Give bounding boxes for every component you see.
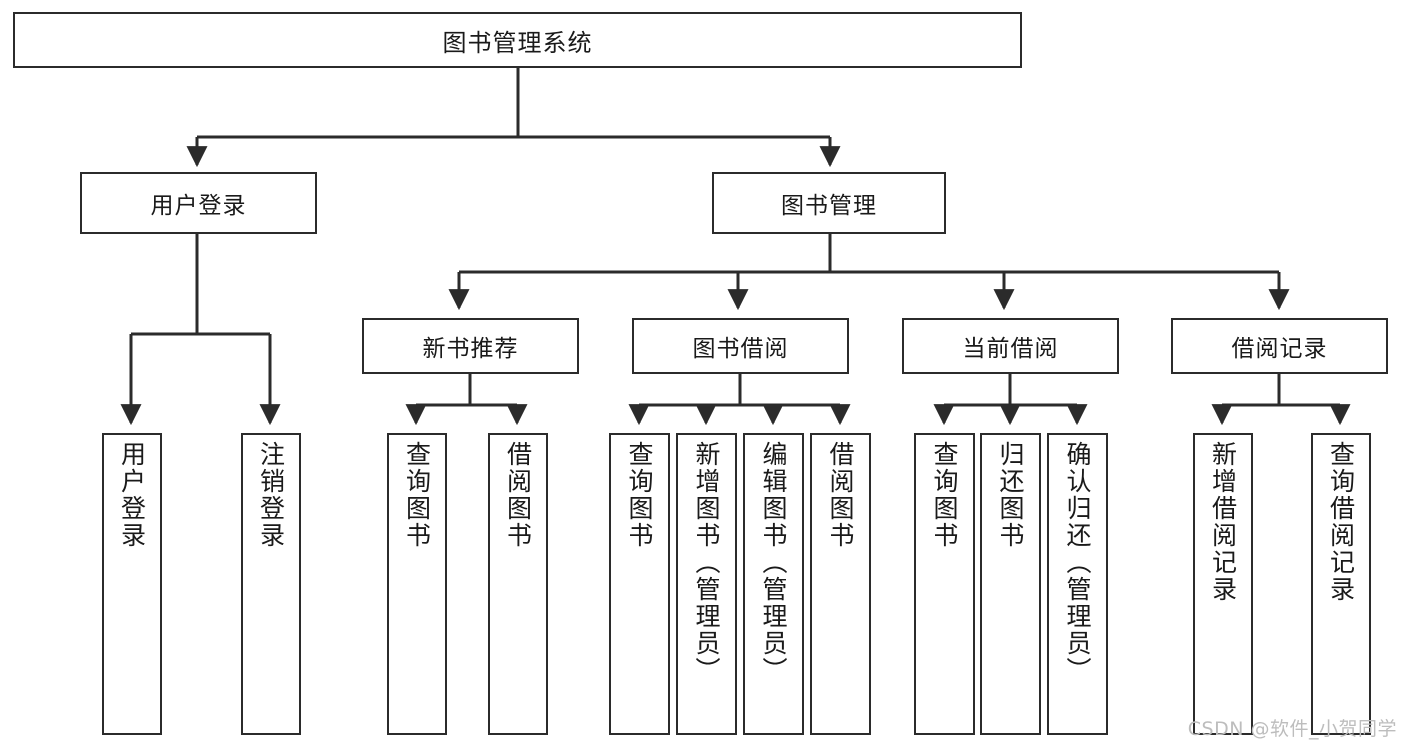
leaf-label: 确认归还（管理员） (1063, 441, 1092, 684)
leaf-book-borrow-edit[interactable]: 编辑图书（管理员） (743, 433, 804, 735)
leaf-current-borrow-confirm-return[interactable]: 确认归还（管理员） (1047, 433, 1108, 735)
leaf-user-login-logout[interactable]: 注销登录 (241, 433, 301, 735)
leaf-book-borrow-add[interactable]: 新增图书（管理员） (676, 433, 737, 735)
leaf-current-borrow-query[interactable]: 查询图书 (914, 433, 975, 735)
leaf-user-login-login[interactable]: 用户登录 (102, 433, 162, 735)
leaf-label: 查询图书 (625, 441, 654, 549)
leaf-label: 注销登录 (256, 441, 286, 549)
leaf-book-borrow-query[interactable]: 查询图书 (609, 433, 670, 735)
node-book-borrow[interactable]: 图书借阅 (632, 318, 849, 374)
node-current-borrow[interactable]: 当前借阅 (902, 318, 1119, 374)
watermark-text: CSDN @软件_小贺同学 (1187, 718, 1397, 740)
leaf-new-book-query[interactable]: 查询图书 (387, 433, 447, 735)
leaf-label: 查询图书 (402, 441, 432, 549)
node-borrow-record[interactable]: 借阅记录 (1171, 318, 1388, 374)
node-user-login[interactable]: 用户登录 (80, 172, 317, 234)
leaf-label: 查询借阅记录 (1326, 441, 1356, 603)
leaf-new-book-borrow[interactable]: 借阅图书 (488, 433, 548, 735)
leaf-label: 借阅图书 (826, 441, 855, 549)
leaf-label: 新增图书（管理员） (692, 441, 721, 684)
node-root[interactable]: 图书管理系统 (13, 12, 1022, 68)
leaf-current-borrow-return[interactable]: 归还图书 (980, 433, 1041, 735)
leaf-label: 用户登录 (117, 441, 147, 549)
leaf-book-borrow-borrow[interactable]: 借阅图书 (810, 433, 871, 735)
leaf-borrow-record-add[interactable]: 新增借阅记录 (1193, 433, 1253, 735)
leaf-label: 借阅图书 (503, 441, 533, 549)
leaf-label: 归还图书 (996, 441, 1025, 549)
node-book-management[interactable]: 图书管理 (712, 172, 946, 234)
leaf-label: 编辑图书（管理员） (759, 441, 788, 684)
node-new-book-recommend[interactable]: 新书推荐 (362, 318, 579, 374)
leaf-label: 查询图书 (930, 441, 959, 549)
leaf-borrow-record-query[interactable]: 查询借阅记录 (1311, 433, 1371, 735)
leaf-label: 新增借阅记录 (1208, 441, 1238, 603)
